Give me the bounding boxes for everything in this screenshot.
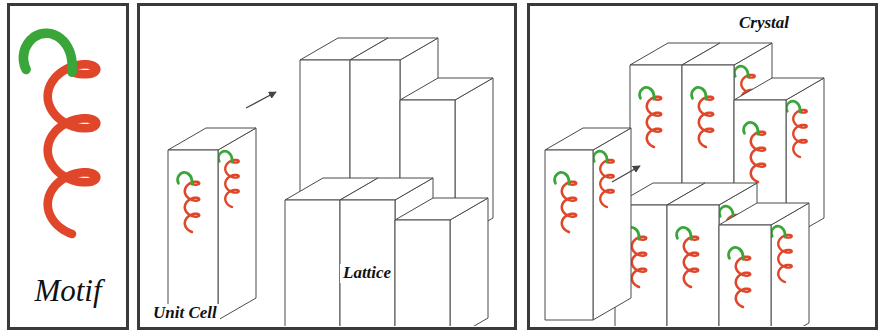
lattice-label: Lattice (340, 264, 394, 283)
helix-coil (647, 97, 661, 147)
motif-figure (23, 33, 96, 234)
helix-end (23, 33, 72, 72)
lattice-panel: Unit Cell Lattice (137, 3, 517, 330)
box-top (395, 198, 488, 220)
crystal-figure (545, 43, 824, 326)
box-top (667, 183, 757, 205)
helix-end (744, 123, 758, 134)
box-front (545, 150, 593, 320)
crystal-label: Crystal (736, 14, 792, 33)
helix-motif (178, 173, 200, 232)
box-front (340, 200, 395, 326)
motif-panel: Motif (7, 3, 129, 330)
helix-motif (787, 101, 807, 157)
translation-arrow (612, 166, 640, 182)
helix-end (677, 228, 691, 239)
helix-motif (23, 33, 96, 234)
helix-end (555, 173, 569, 184)
helix-end (219, 151, 233, 162)
helix-motif (555, 173, 577, 232)
crystal-panel: Crystal (527, 3, 878, 330)
helix-coil (751, 132, 765, 182)
helix-end (787, 101, 801, 112)
box-top (719, 203, 809, 225)
box-front (395, 220, 450, 326)
box-top (734, 78, 824, 100)
helix-coil (793, 110, 807, 157)
helix-motif (640, 88, 662, 147)
helix-end (692, 88, 706, 99)
helix-motif (692, 88, 714, 147)
box-front (719, 225, 771, 326)
helix-motif (772, 226, 792, 282)
helix-end (594, 151, 608, 162)
unit-cell-label: Unit Cell (150, 304, 220, 323)
box-top (400, 78, 493, 100)
motif-label: Motif (31, 274, 104, 308)
box-front (667, 205, 719, 326)
helix-end (640, 88, 654, 99)
helix-motif (677, 228, 699, 287)
helix-coil (185, 182, 199, 232)
box-front (168, 150, 218, 320)
box-top (545, 128, 631, 150)
helix-end (720, 206, 734, 217)
helix-coil (600, 160, 614, 207)
helix-motif (744, 123, 766, 182)
helix-coil (48, 64, 97, 234)
box-top (168, 128, 256, 150)
translation-arrow (246, 92, 276, 108)
helix-coil (225, 160, 239, 207)
helix-coil (684, 237, 698, 287)
helix-coil (778, 235, 792, 282)
box-top (340, 178, 433, 200)
helix-coil (562, 182, 576, 232)
box-top (682, 43, 772, 65)
box-side (218, 128, 256, 320)
helix-end (772, 226, 786, 237)
helix-coil (736, 257, 750, 307)
lattice-figure (168, 38, 493, 326)
box-front (285, 200, 340, 326)
helix-end (735, 66, 749, 77)
helix-motif (594, 151, 614, 207)
helix-motif (219, 151, 239, 207)
helix-end (729, 248, 743, 259)
helix-end (178, 173, 192, 184)
box-side (593, 128, 631, 320)
helix-coil (632, 237, 646, 287)
box-top (350, 38, 438, 60)
helix-motif (729, 248, 751, 307)
helix-coil (699, 97, 713, 147)
